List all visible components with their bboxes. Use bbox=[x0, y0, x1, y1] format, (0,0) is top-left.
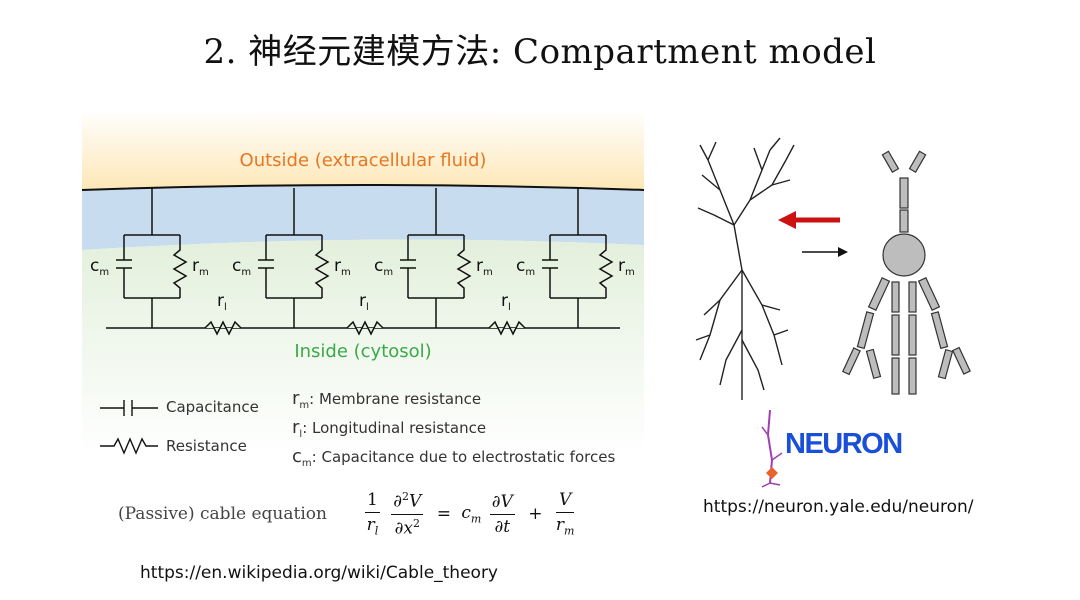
longitudinal-resistor-3 bbox=[488, 320, 526, 336]
compartment-2 bbox=[258, 188, 330, 328]
legend-capacitance: Capacitance bbox=[166, 398, 259, 416]
compartment-model-drawing bbox=[841, 150, 971, 395]
legend-resistance: Resistance bbox=[166, 437, 247, 455]
arrow-black-head bbox=[838, 247, 848, 257]
longitudinal-resistor-1 bbox=[204, 320, 242, 336]
rl-label: rl bbox=[217, 291, 227, 313]
legend-rm: rm: Membrane resistance bbox=[292, 388, 482, 411]
inside-label: Inside (cytosol) bbox=[294, 341, 431, 362]
outside-label: Outside (extracellular fluid) bbox=[240, 150, 487, 171]
wiki-link[interactable]: https://en.wikipedia.org/wiki/Cable_theo… bbox=[140, 563, 498, 583]
compartment-3 bbox=[400, 188, 472, 328]
legend-rl: rl: Longitudinal resistance bbox=[292, 417, 487, 440]
rl-label: rl bbox=[501, 291, 511, 313]
neuron-logo-icon bbox=[761, 409, 783, 488]
arrow-red-head bbox=[778, 211, 796, 229]
neuron-morphology-diagram bbox=[695, 137, 971, 400]
compartment-4 bbox=[542, 188, 614, 328]
cable-circuit-diagram: Outside (extracellular fluid) Inside (cy… bbox=[82, 110, 644, 455]
compartment-1 bbox=[116, 188, 188, 328]
neuron-logo-text: NEURON bbox=[785, 428, 903, 460]
equation-label: (Passive) cable equation bbox=[118, 504, 327, 524]
legend-cm: cm: Capacitance due to electrostatic for… bbox=[292, 446, 616, 469]
slide-title: 2. 神经元建模方法: Compartment model bbox=[203, 32, 877, 72]
rl-label: rl bbox=[359, 291, 369, 313]
real-neuron-drawing bbox=[695, 137, 795, 400]
resistor-legend-symbol bbox=[100, 437, 158, 455]
neuron-site-link[interactable]: https://neuron.yale.edu/neuron/ bbox=[703, 497, 974, 517]
capacitor-legend-symbol bbox=[100, 400, 158, 416]
longitudinal-resistor-2 bbox=[346, 320, 384, 336]
